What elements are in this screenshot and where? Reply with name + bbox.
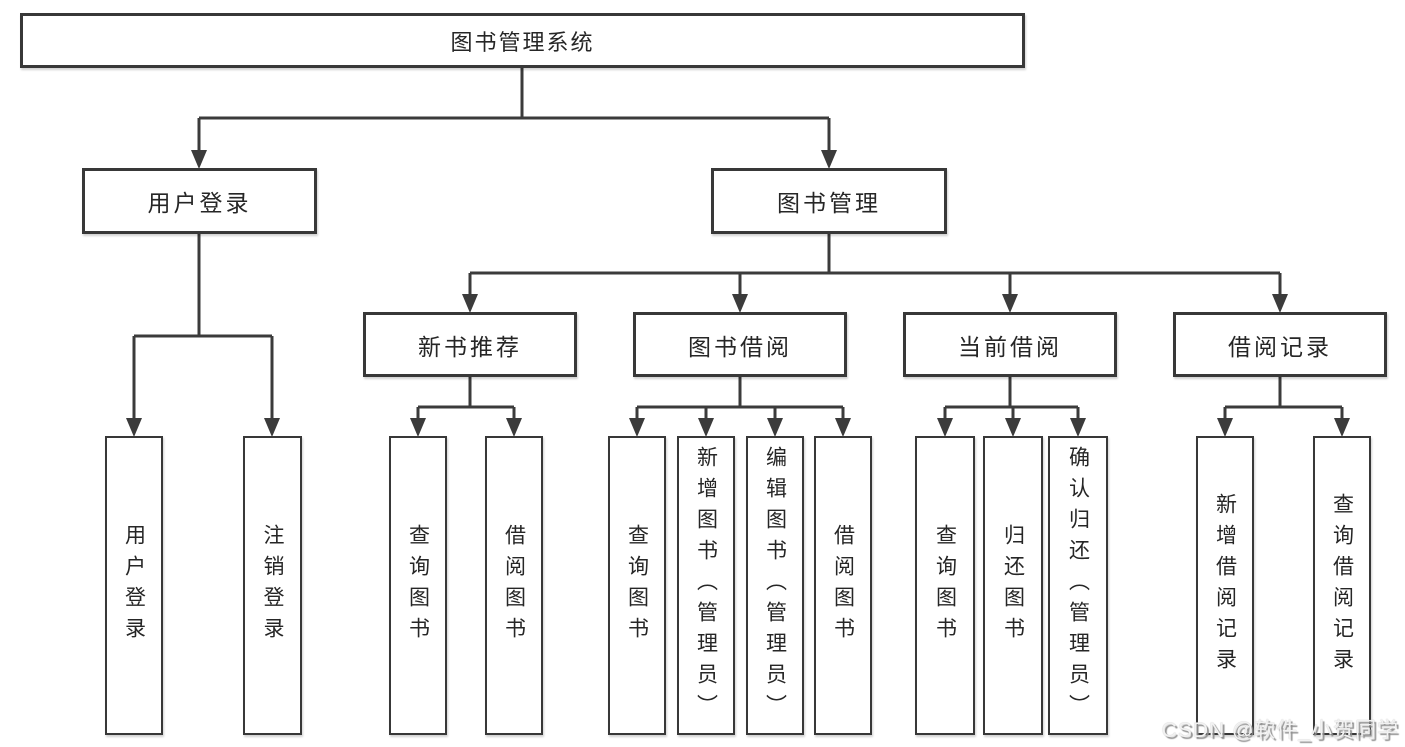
leaf-query-books-recommend: 查询图书	[389, 436, 447, 735]
leaf-label: 借阅图书	[831, 523, 855, 648]
leaf-label: 注销登录	[261, 523, 284, 648]
leaf-label: 归还图书	[1001, 523, 1025, 648]
leaf-label: 确认归还（管理员）	[1066, 446, 1090, 725]
node-user-login: 用户登录	[82, 168, 317, 234]
node-label: 图书管理	[777, 190, 881, 216]
node-label: 新书推荐	[418, 333, 522, 360]
node-label: 图书借阅	[688, 333, 792, 360]
node-current-borrow: 当前借阅	[903, 312, 1117, 377]
node-library-management-system: 图书管理系统	[20, 13, 1025, 68]
node-label: 借阅记录	[1228, 333, 1332, 360]
leaf-label: 新增图书（管理员）	[694, 446, 718, 725]
leaf-label: 编辑图书（管理员）	[763, 446, 787, 725]
leaf-add-books-admin: 新增图书（管理员）	[677, 436, 735, 735]
node-new-book-recommend: 新书推荐	[363, 312, 577, 377]
leaf-query-books-current: 查询图书	[915, 436, 975, 735]
node-book-borrow: 图书借阅	[633, 312, 847, 377]
leaf-confirm-return-admin: 确认归还（管理员）	[1048, 436, 1108, 735]
csdn-watermark: CSDN @软件_小贺同学	[1161, 719, 1399, 742]
leaf-query-borrow-record: 查询借阅记录	[1313, 436, 1371, 735]
leaf-label: 查询图书	[625, 523, 649, 648]
leaf-borrow-books: 借阅图书	[814, 436, 872, 735]
leaf-user-login: 用户登录	[105, 436, 163, 735]
leaf-label: 新增借阅记录	[1213, 492, 1237, 679]
leaf-label: 查询借阅记录	[1330, 492, 1354, 679]
leaf-label: 用户登录	[122, 523, 146, 648]
node-borrow-record: 借阅记录	[1173, 312, 1387, 377]
leaf-logout: 注销登录	[243, 436, 302, 735]
leaf-label: 查询图书	[933, 523, 957, 648]
leaf-label: 借阅图书	[502, 523, 526, 648]
leaf-edit-books-admin: 编辑图书（管理员）	[746, 436, 804, 735]
node-book-management: 图书管理	[711, 168, 947, 234]
leaf-return-books: 归还图书	[983, 436, 1043, 735]
leaf-borrow-books-recommend: 借阅图书	[485, 436, 543, 735]
node-label: 用户登录	[147, 190, 252, 216]
leaf-label: 查询图书	[406, 523, 430, 648]
node-label: 当前借阅	[958, 333, 1062, 360]
leaf-query-books: 查询图书	[608, 436, 666, 735]
node-label: 图书管理系统	[450, 29, 595, 55]
leaf-add-borrow-record: 新增借阅记录	[1196, 436, 1254, 735]
